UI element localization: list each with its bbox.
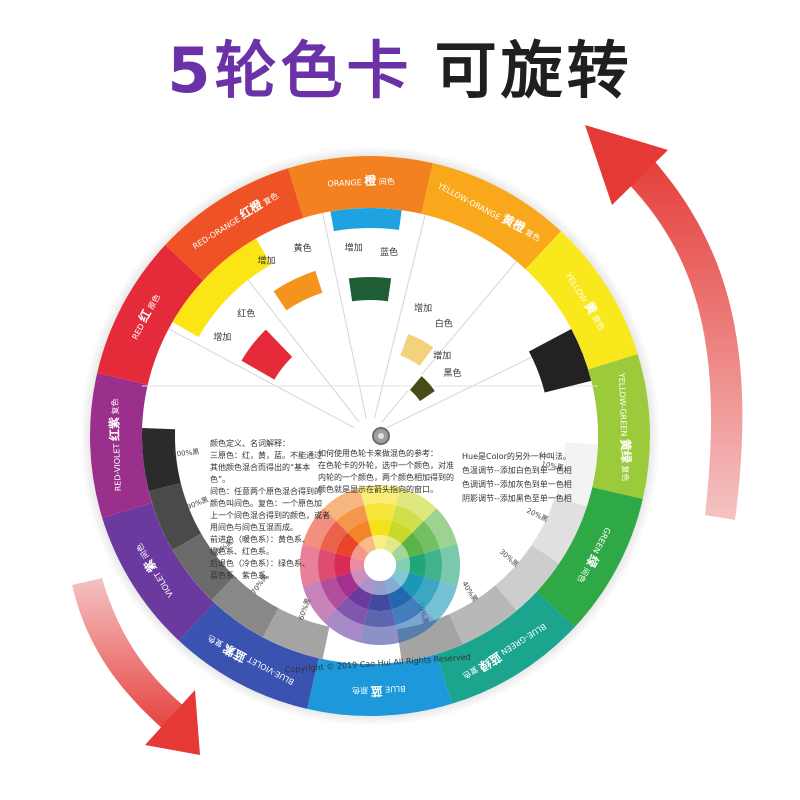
ring-segment-green	[536, 487, 643, 627]
ring-segment-red-orange	[165, 168, 304, 281]
ring-segment-red-violet	[89, 373, 152, 518]
mix-windows: 增加红色增加黄色增加蓝色增加白色增加黑色	[213, 242, 462, 404]
gray-label-left: 100%黑	[172, 448, 200, 459]
page-title: 5轮色卡可旋转	[0, 20, 800, 110]
inner-disc	[142, 208, 598, 664]
window-color-label: 黄色	[294, 242, 312, 254]
window-add-label: 增加	[433, 349, 451, 361]
title-part1: 5轮色卡	[167, 34, 413, 107]
mini-color-wheel	[299, 485, 460, 646]
ring-segment-violet	[102, 502, 215, 641]
rotate-arrowhead-left	[145, 690, 200, 755]
ring-label-red-violet: RED-VIOLET 红紫 复色	[106, 398, 124, 491]
rotate-arrow-right	[620, 145, 743, 520]
ring-segment-yellow	[525, 231, 638, 370]
window-color-label: 蓝色	[380, 246, 398, 258]
ring-label-orange: ORANGE 橙 间色	[327, 172, 395, 189]
mix-window-2	[270, 268, 325, 314]
mix-window-4	[397, 331, 437, 369]
ring-label-blue: BLUE 蓝 原色	[352, 683, 406, 700]
window-add-label: 增加	[414, 302, 432, 314]
ring-label-yellow-green: YELLOW-GREEN 黄绿 复色	[616, 372, 635, 482]
mix-window-3	[346, 275, 394, 304]
window-color-label: 红色	[237, 308, 255, 320]
window-color-label: 白色	[435, 318, 453, 330]
ring-segment-blue-green	[436, 591, 575, 704]
note-left: 颜色定义、名词解释： 三原色：红，黄，蓝。不能通过 其他颜色混合而得出的“基本色…	[210, 439, 330, 580]
window-color-label: 黑色	[444, 367, 462, 379]
rotate-arrow-left	[72, 578, 195, 740]
note-right: Hue是Color的另外一种叫法。 色温调节--添加白色到单一色相 色调调节--…	[462, 452, 572, 503]
ring-segment-red	[97, 245, 204, 385]
rotate-arrowhead-right	[585, 125, 668, 205]
mix-window-5	[407, 373, 438, 404]
window-add-label: 增加	[257, 255, 275, 267]
ring-segment-orange	[288, 155, 433, 218]
window-add-label: 增加	[345, 242, 363, 254]
ring-segment-yellow-green	[588, 354, 650, 499]
mix-window-1	[238, 326, 296, 383]
title-part2: 可旋转	[434, 34, 633, 107]
ring-segment-blue-violet	[179, 602, 319, 709]
gray-label-right: 10%黑	[541, 460, 565, 472]
note-middle: 如何使用色轮卡来做混色的参考： 在色轮卡的外轮，选中一个颜色，对准 内轮的一个颜…	[318, 449, 454, 494]
window-add-label: 增加	[213, 331, 231, 343]
ring-segment-yellow-orange	[421, 163, 561, 270]
ring-segment-blue	[307, 654, 452, 716]
